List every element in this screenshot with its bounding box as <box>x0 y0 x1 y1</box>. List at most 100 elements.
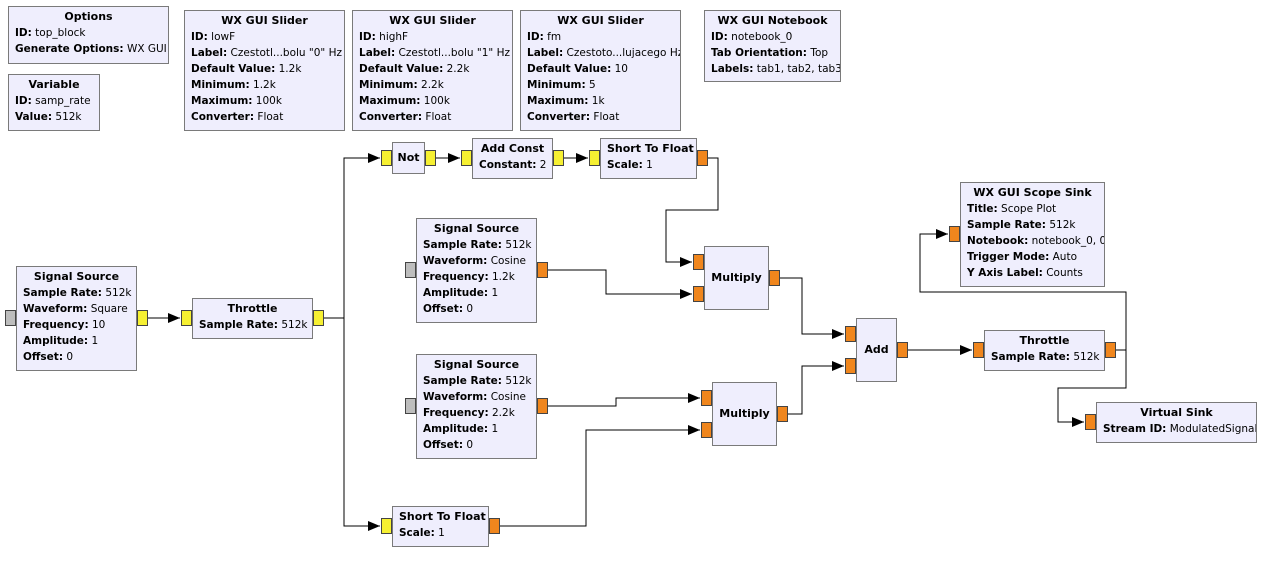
param-key: Default Value: <box>191 63 276 75</box>
block-param: Sample Rate: 512k <box>423 373 532 389</box>
output-port[interactable] <box>489 518 500 534</box>
output-port[interactable] <box>537 398 548 414</box>
block-param: ID: highF <box>359 29 506 45</box>
param-key: Minimum: <box>191 79 250 91</box>
param-value: 512k <box>278 319 308 331</box>
block-title: Signal Source <box>433 358 520 371</box>
block-title: WX GUI Scope Sink <box>973 186 1092 199</box>
param-key: Y Axis Label: <box>967 267 1043 279</box>
block-title: Multiply <box>719 407 770 420</box>
output-port[interactable] <box>537 262 548 278</box>
param-key: Title: <box>967 203 998 215</box>
output-port[interactable] <box>897 342 908 358</box>
param-key: Sample Rate: <box>199 319 278 331</box>
output-port[interactable] <box>777 406 788 422</box>
block-param: Scale: 1 <box>399 525 482 541</box>
output-port[interactable] <box>769 270 780 286</box>
param-key: Sample Rate: <box>423 239 502 251</box>
param-value: top_block <box>31 27 86 39</box>
input-port[interactable] <box>973 342 984 358</box>
output-port[interactable] <box>313 310 324 326</box>
output-port[interactable] <box>1105 342 1116 358</box>
block-title: Short To Float <box>607 142 694 155</box>
block-title: Virtual Sink <box>1140 406 1213 419</box>
input-port[interactable] <box>693 254 704 270</box>
param-value: 1.2k <box>488 271 515 283</box>
block-param: Sample Rate: 512k <box>199 317 308 333</box>
arrow-head <box>832 329 844 339</box>
block-param: Converter: Float <box>527 109 674 125</box>
block-param: Value: 512k <box>15 109 93 125</box>
connection-wire <box>548 397 700 407</box>
param-key: ID: <box>15 27 32 39</box>
input-port[interactable] <box>461 150 472 166</box>
block-param: Converter: Float <box>191 109 338 125</box>
output-port[interactable] <box>137 310 148 326</box>
param-key: Maximum: <box>191 95 253 107</box>
output-port[interactable] <box>553 150 564 166</box>
input-port[interactable] <box>845 358 856 374</box>
block-param: Frequency: 2.2k <box>423 405 530 421</box>
param-value: 1 <box>88 335 99 347</box>
param-value: Scope Plot <box>997 203 1057 215</box>
block-not[interactable]: Not <box>392 142 425 174</box>
param-key: Label: <box>191 47 228 59</box>
param-value: fm <box>543 31 562 43</box>
input-port[interactable] <box>589 150 600 166</box>
input-port[interactable] <box>405 398 416 414</box>
input-port[interactable] <box>381 150 392 166</box>
param-key: Waveform: <box>423 255 488 267</box>
input-port[interactable] <box>381 518 392 534</box>
input-port[interactable] <box>693 286 704 302</box>
input-port[interactable] <box>701 390 712 406</box>
input-port[interactable] <box>949 226 960 242</box>
block-title: Short To Float <box>399 510 486 523</box>
param-value: 512k <box>502 375 532 387</box>
output-port[interactable] <box>697 150 708 166</box>
block-param: Minimum: 1.2k <box>191 77 338 93</box>
param-key: ID: <box>711 31 728 43</box>
block-param: Amplitude: 1 <box>423 421 530 437</box>
input-port[interactable] <box>405 262 416 278</box>
block-add[interactable]: Add <box>856 318 897 382</box>
arrow-head <box>680 257 692 267</box>
param-value: notebook_0, 0 <box>1028 235 1105 247</box>
input-port[interactable] <box>701 422 712 438</box>
block-multiply2[interactable]: Multiply <box>712 382 777 446</box>
block-param: Constant: 2 <box>479 157 546 173</box>
block-param: Sample Rate: 512k <box>991 349 1099 365</box>
output-port[interactable] <box>425 150 436 166</box>
param-key: Converter: <box>191 111 255 123</box>
block-param: Sample Rate: 512k <box>423 237 531 253</box>
param-key: Offset: <box>423 439 464 451</box>
input-port[interactable] <box>5 310 16 326</box>
param-value: ModulatedSignal <box>1166 423 1257 435</box>
input-port[interactable] <box>181 310 192 326</box>
input-port[interactable] <box>845 326 856 342</box>
block-multiply1[interactable]: Multiply <box>704 246 769 310</box>
param-value: Float <box>254 111 284 123</box>
block-param: Amplitude: 1 <box>23 333 130 349</box>
param-key: Waveform: <box>423 391 488 403</box>
param-value: Czestoto...lujacego Hz <box>563 47 681 59</box>
block-param: ID: fm <box>527 29 674 45</box>
block-title: Add <box>864 343 889 356</box>
input-port[interactable] <box>1085 414 1096 430</box>
param-value: Cosine <box>487 391 526 403</box>
